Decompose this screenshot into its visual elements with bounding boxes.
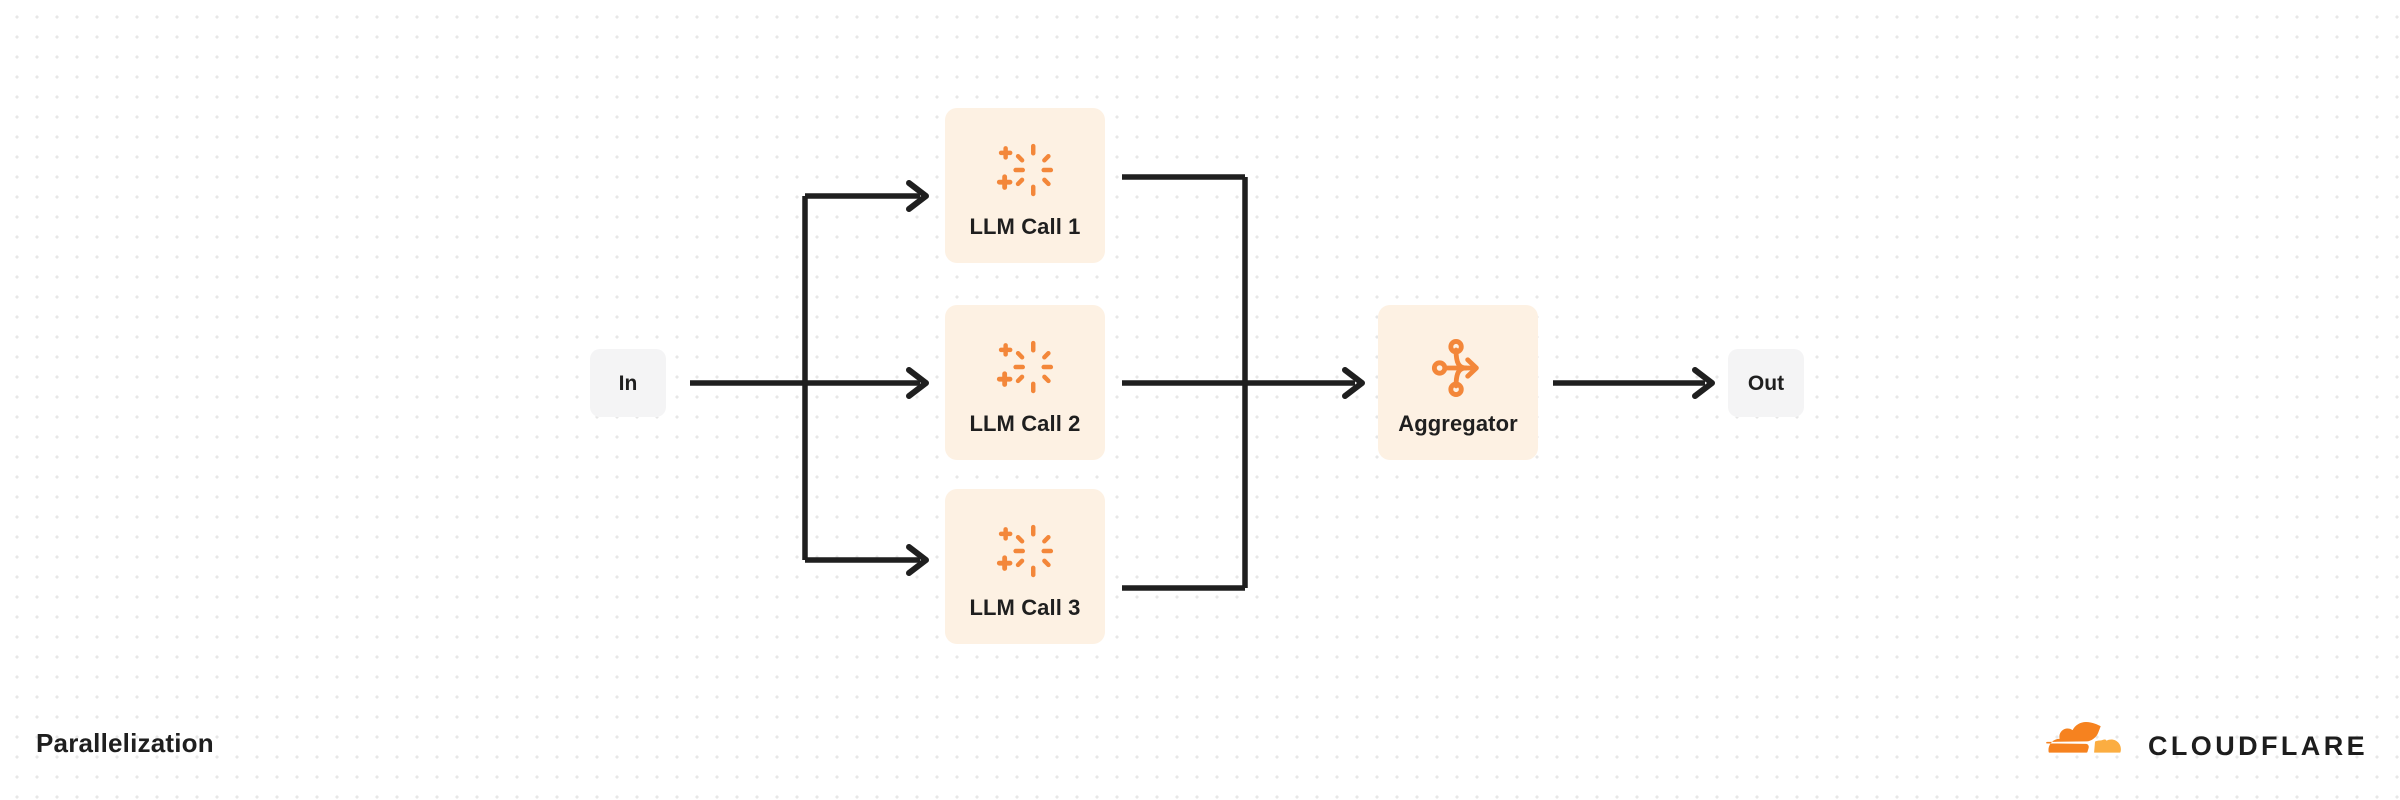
arrowhead-in-llm1 <box>909 183 926 209</box>
diagram-caption: Parallelization <box>36 728 214 758</box>
ai-sparkle-icon <box>996 340 1054 393</box>
node-aggregator-label: Aggregator <box>1398 410 1518 436</box>
arrowhead-llm2-agg <box>1345 370 1362 396</box>
cloudflare-cloud-logo <box>2046 722 2121 753</box>
node-aggregator[interactable]: Aggregator <box>1378 305 1538 460</box>
node-llm-call-2[interactable]: LLM Call 2 <box>945 305 1105 460</box>
node-in[interactable]: In <box>590 349 666 417</box>
node-out[interactable]: Out <box>1728 349 1804 417</box>
brand-lockup: CLOUDFLARE <box>2016 722 2368 770</box>
node-llm-call-3[interactable]: LLM Call 3 <box>945 489 1105 644</box>
node-llm-call-2-label: LLM Call 2 <box>969 410 1081 436</box>
ai-sparkle-icon <box>996 524 1054 577</box>
node-out-label: Out <box>1747 371 1785 395</box>
arrowhead-in-llm3 <box>909 547 926 573</box>
node-llm-call-3-label: LLM Call 3 <box>969 594 1081 620</box>
node-llm-call-1-label: LLM Call 1 <box>969 213 1081 239</box>
arrowhead-in-llm2 <box>909 370 926 396</box>
node-llm-call-1[interactable]: LLM Call 1 <box>945 108 1105 263</box>
arrowhead-agg-out <box>1695 370 1712 396</box>
ai-sparkle-icon <box>996 143 1054 196</box>
merge-arrow-icon <box>1431 338 1479 397</box>
node-in-label: In <box>618 371 638 395</box>
cloudflare-wordmark: CLOUDFLARE <box>2148 730 2368 761</box>
